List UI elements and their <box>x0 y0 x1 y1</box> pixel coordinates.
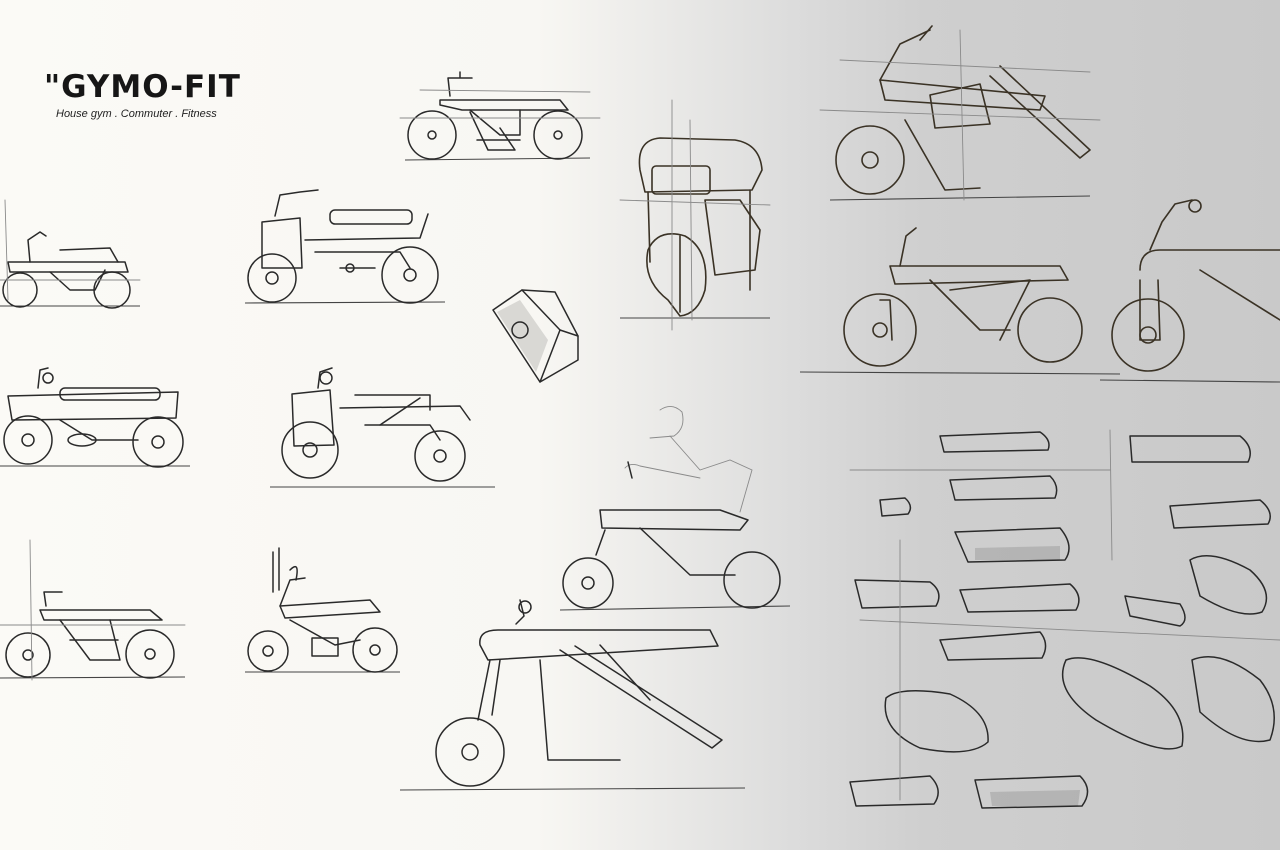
bike-sketch-left-6 <box>245 547 400 673</box>
bike-sketch-left-4 <box>270 367 495 488</box>
bike-front-view-sketch <box>619 99 771 331</box>
bike-sketch-top-right <box>819 25 1101 201</box>
rider-sketch <box>559 406 791 611</box>
seat-module-studies <box>849 429 1280 809</box>
stand-sketch <box>492 289 579 383</box>
bike-sketch-top <box>399 71 601 161</box>
brand-title: "GYMO-FIT <box>44 69 241 105</box>
bike-sketch-far-right <box>1099 199 1280 383</box>
bike-sketch-left-3 <box>0 367 190 468</box>
bike-sketch-left-2 <box>244 189 446 304</box>
brand-block: "GYMO-FIT House gym . Commuter . Fitness <box>44 70 241 120</box>
bike-sketch-left-1 <box>0 199 141 309</box>
bike-sketch-left-5 <box>0 539 186 681</box>
bike-sketch-mid-right <box>799 227 1121 375</box>
bike-sketch-large-center <box>399 599 746 791</box>
brand-tagline: House gym . Commuter . Fitness <box>56 108 217 120</box>
